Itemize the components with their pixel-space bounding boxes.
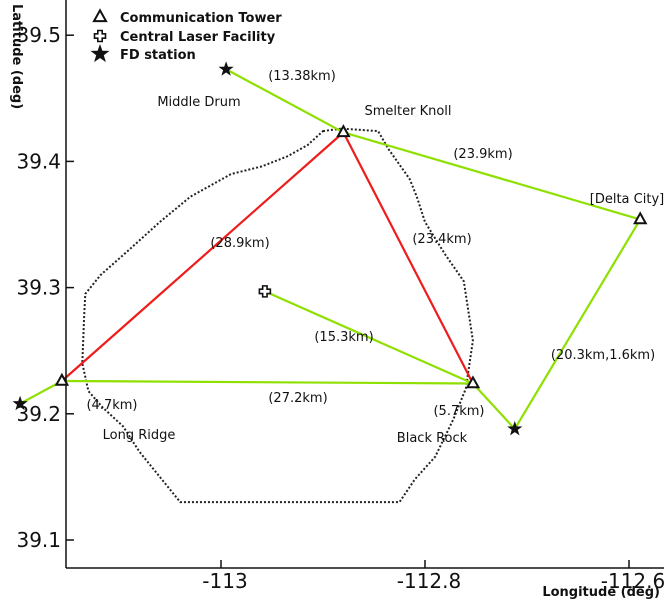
legend-label: FD station <box>120 48 196 63</box>
communication-tower-marker <box>633 211 648 225</box>
link-line <box>342 131 474 385</box>
communication-tower-marker <box>54 372 70 386</box>
link-distance-label: (15.3km) <box>314 330 373 345</box>
legend-label: Central Laser Facility <box>120 30 276 45</box>
link-distance-label: (4.7km) <box>86 398 137 413</box>
link-distance-label: (28.9km) <box>210 236 269 251</box>
site-label: [Delta City] <box>590 192 664 207</box>
site-label: Black Rock <box>397 431 468 446</box>
x-axis-title: Longitude (deg) <box>542 585 660 600</box>
link-distance-label: (23.4km) <box>412 232 471 247</box>
x-tick-label: -112.6 <box>601 569 664 593</box>
link-layer <box>19 68 642 430</box>
y-tick-label: 39.3 <box>16 276 61 300</box>
fd-station-star <box>218 61 234 76</box>
link-distance-label: (27.2km) <box>268 391 327 406</box>
link-line <box>61 379 473 385</box>
link-line <box>264 290 474 385</box>
site-label: Smelter Knoll <box>364 104 451 119</box>
array-boundary <box>81 127 474 504</box>
link-label-layer: (13.38km) (23.9km) (20.3km,1.6km) (4.7km) (2… <box>86 69 655 419</box>
link-line <box>61 131 345 382</box>
fd-station-star <box>12 395 28 411</box>
link-line <box>19 380 63 405</box>
y-tick-label: 39.5 <box>16 23 61 47</box>
y-axis-title: Latitude (deg) <box>9 4 24 109</box>
y-tick-label: 39.4 <box>16 149 61 173</box>
y-tick-label: 39.2 <box>16 402 61 426</box>
legend-label: Communication Tower <box>120 11 282 26</box>
communication-tower-marker <box>336 124 351 138</box>
legend-marker-star <box>90 44 110 63</box>
link-line <box>513 218 642 430</box>
boundary-layer <box>81 127 474 504</box>
axes <box>65 0 664 569</box>
link-distance-label: (20.3km,1.6km) <box>551 348 655 363</box>
x-tick-label: -112.8 <box>397 569 461 593</box>
tick-layer: -113 -112.8 -112.6 39.1 39.2 39.3 39.4 39.5 <box>16 23 664 593</box>
marker-layer <box>12 61 648 436</box>
link-distance-label: (5.7km) <box>433 404 484 419</box>
site-label: Middle Drum <box>157 95 240 110</box>
link-distance-label: (23.9km) <box>453 147 512 162</box>
site-label: Long Ridge <box>103 428 176 443</box>
link-line <box>225 68 344 134</box>
legend-marker-cross <box>93 29 107 43</box>
fd-station-star <box>507 420 523 436</box>
link-line <box>343 131 641 221</box>
y-tick-label: 39.1 <box>16 528 61 552</box>
central-laser-facility-marker <box>258 285 272 298</box>
link-distance-label: (13.38km) <box>268 69 336 84</box>
x-tick-label: -113 <box>202 569 247 593</box>
link-line <box>472 382 516 430</box>
legend-marker-triangle <box>92 8 108 23</box>
communication-tower-marker <box>465 375 481 389</box>
